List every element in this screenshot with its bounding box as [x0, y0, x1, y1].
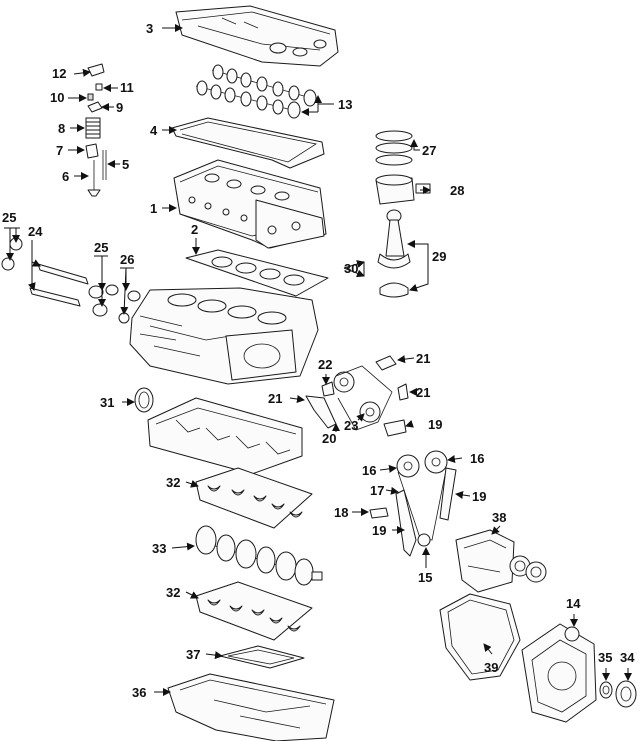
callout-22: 22	[318, 357, 332, 372]
piston-rings	[375, 130, 413, 166]
callout-19-lower: 19	[372, 523, 386, 538]
lash-adjuster-hardware	[87, 63, 105, 113]
oil-pump	[455, 529, 547, 593]
callout-19-top: 19	[428, 417, 442, 432]
callout-25-left: 25	[2, 210, 16, 225]
callout-19-right: 19	[472, 489, 486, 504]
camshafts	[195, 64, 319, 119]
callout-21-top: 21	[416, 351, 430, 366]
valve-cover	[175, 5, 339, 67]
callout-26: 26	[120, 252, 134, 267]
head-gasket	[185, 249, 329, 297]
leader-lines	[4, 24, 632, 696]
callout-36: 36	[132, 685, 146, 700]
callout-8: 8	[58, 121, 65, 136]
callout-2: 2	[191, 222, 198, 237]
callout-20: 20	[322, 431, 336, 446]
callout-37: 37	[186, 647, 200, 662]
lower-crankcase	[147, 397, 303, 475]
callout-7: 7	[56, 143, 63, 158]
callout-13: 13	[338, 97, 352, 112]
callout-24: 24	[28, 224, 43, 239]
front-cover	[521, 623, 597, 723]
fuel-injectors	[1, 237, 141, 324]
oil-pan	[167, 673, 335, 741]
rear-main-seal	[134, 387, 154, 413]
front-crank-seal	[599, 681, 613, 699]
callout-16-right: 16	[470, 451, 484, 466]
callout-30: 30	[344, 261, 358, 276]
callout-27: 27	[422, 143, 436, 158]
lower-timing-drive	[369, 450, 457, 557]
callout-35: 35	[598, 650, 612, 665]
callout-17: 17	[370, 483, 384, 498]
main-bearings-upper	[195, 467, 313, 529]
cylinder-head	[173, 159, 327, 249]
oil-pan-gasket	[219, 645, 305, 669]
callout-4: 4	[150, 123, 158, 138]
crankshaft-pulley	[615, 680, 637, 708]
callout-14: 14	[566, 596, 581, 611]
callout-33: 33	[152, 541, 166, 556]
callout-39: 39	[484, 660, 498, 675]
callout-32-upper: 32	[166, 475, 180, 490]
connecting-rod	[377, 209, 411, 298]
callout-6: 6	[62, 169, 69, 184]
engine-block	[129, 287, 319, 385]
callout-31: 31	[100, 395, 114, 410]
callout-23: 23	[344, 418, 358, 433]
callout-38: 38	[492, 510, 506, 525]
callout-10: 10	[50, 90, 64, 105]
callout-16-left: 16	[362, 463, 376, 478]
callout-32-lower: 32	[166, 585, 180, 600]
callout-18: 18	[334, 505, 348, 520]
main-bearings-lower	[195, 581, 313, 641]
valve-train-parts	[85, 117, 107, 197]
callout-11: 11	[120, 80, 134, 95]
callout-12: 12	[52, 66, 66, 81]
crankshaft	[195, 525, 323, 586]
callout-labels: 3 12 11 10 9 8 7 5 6 4 13 1 2 27 28 29 3…	[2, 21, 635, 700]
valve-cover-gasket	[171, 117, 325, 169]
upper-timing-drive	[305, 355, 409, 437]
callout-29: 29	[432, 249, 446, 264]
callout-25-right: 25	[94, 240, 108, 255]
callout-3: 3	[146, 21, 153, 36]
callout-15: 15	[418, 570, 432, 585]
callout-21-right: 21	[416, 385, 430, 400]
callout-9: 9	[116, 100, 123, 115]
timing-cover-gasket	[439, 593, 521, 681]
callout-34: 34	[620, 650, 635, 665]
callout-5: 5	[122, 157, 129, 172]
callout-1: 1	[150, 201, 157, 216]
callout-21-left: 21	[268, 391, 282, 406]
callout-28: 28	[450, 183, 464, 198]
